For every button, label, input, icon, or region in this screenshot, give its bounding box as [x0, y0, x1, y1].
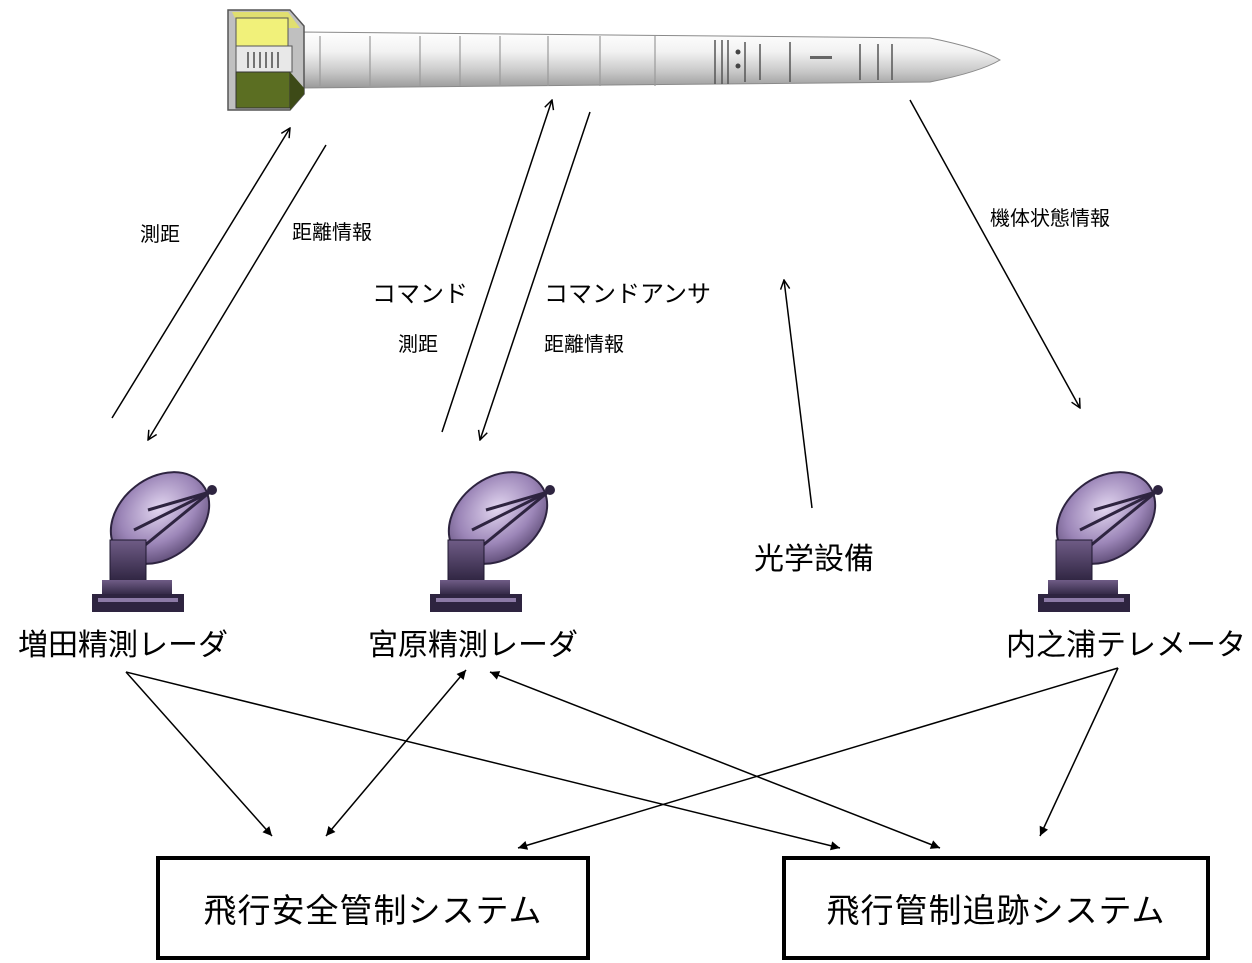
label-command: コマンド [372, 280, 468, 308]
label-miyabaru-radar: 宮原精測レーダ [368, 628, 578, 663]
flight-tracking-system-box: 飛行管制追跡システム [782, 856, 1210, 960]
arrow-telemetry-to-tracking [1039, 667, 1119, 837]
rocket-icon [227, 9, 1001, 111]
label-vehicle-status: 機体状態情報 [990, 206, 1110, 230]
label-distance-info-left: 距離情報 [292, 220, 372, 244]
arrow-masuda-to-safety [125, 671, 273, 837]
radar-dish-icon [92, 471, 217, 612]
label-distance-info-center: 距離情報 [544, 332, 624, 356]
radar-dish-icon [1038, 471, 1163, 612]
radar-dish-icon [430, 471, 555, 612]
arrow-miyabaru-tracking [489, 671, 941, 849]
arrow-telemetry-to-safety [517, 667, 1119, 850]
arrow-optical-up [784, 280, 813, 509]
arrow-masuda-distance-down [148, 144, 327, 440]
flight-tracking-system-label: 飛行管制追跡システム [826, 891, 1166, 930]
flight-safety-system-box: 飛行安全管制システム [156, 856, 590, 960]
label-uchinoura-telemetry: 内之浦テレメータ [1006, 628, 1246, 663]
label-command-answer: コマンドアンサ [544, 280, 712, 308]
label-optical-equipment: 光学設備 [754, 542, 874, 577]
flight-safety-system-label: 飛行安全管制システム [203, 891, 543, 930]
arrow-miyabaru-safety [325, 669, 467, 837]
label-masuda-radar: 増田精測レーダ [18, 628, 228, 663]
arrow-telemetry-down [909, 99, 1080, 408]
arrow-miyabaru-command-up [441, 100, 552, 433]
label-range-center: 測距 [398, 332, 438, 356]
arrow-miyabaru-answer-down [480, 111, 591, 440]
arrow-masuda-to-tracking [125, 671, 841, 851]
arrow-masuda-range-up [111, 128, 290, 419]
label-range-left: 測距 [140, 222, 180, 246]
